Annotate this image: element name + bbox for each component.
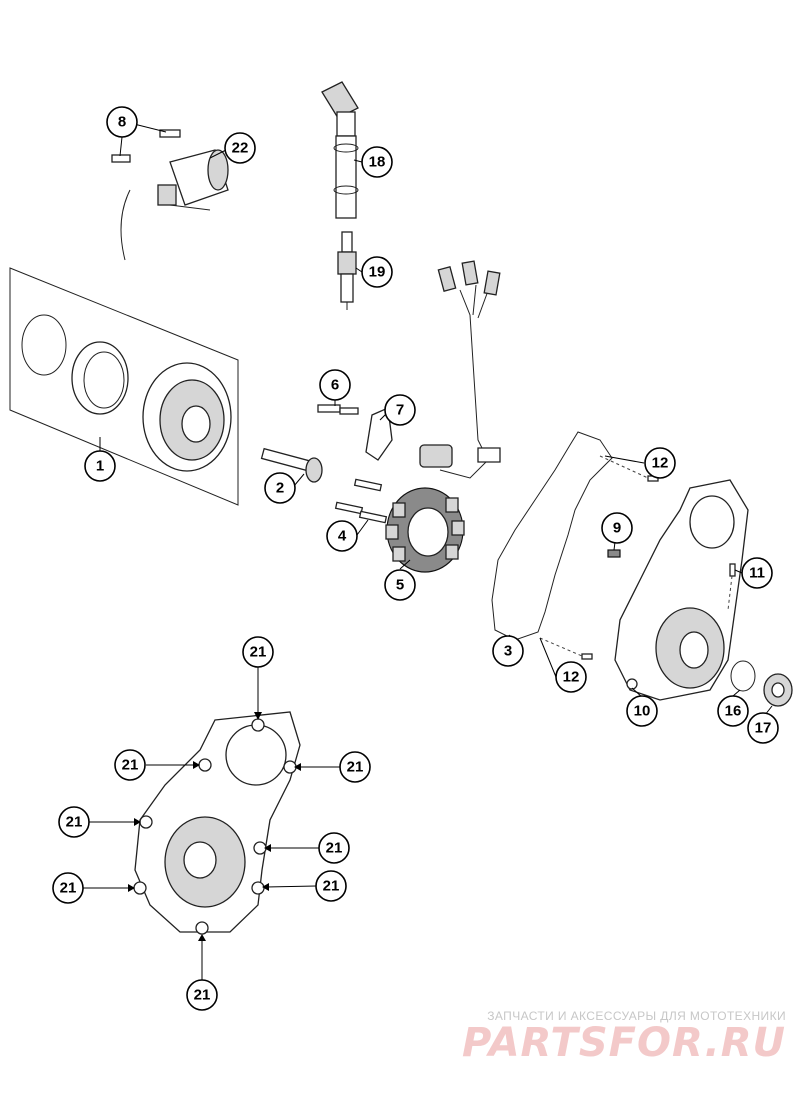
callout-1: 1 <box>84 450 116 482</box>
callout-21-lower-right: 21 <box>315 870 347 902</box>
svg-text:21: 21 <box>326 840 343 857</box>
svg-text:21: 21 <box>250 644 267 661</box>
callout-18: 18 <box>361 146 393 178</box>
callout-21-mid-left: 21 <box>58 806 90 838</box>
svg-text:3: 3 <box>504 643 512 660</box>
svg-text:16: 16 <box>725 703 742 720</box>
svg-text:4: 4 <box>338 528 347 545</box>
callout-8: 8 <box>106 106 138 138</box>
callout-21-bottom: 21 <box>186 979 218 1011</box>
svg-text:2: 2 <box>276 480 284 497</box>
svg-text:8: 8 <box>118 114 126 131</box>
callout-3: 3 <box>492 635 524 667</box>
svg-text:7: 7 <box>396 402 404 419</box>
svg-text:11: 11 <box>749 565 765 582</box>
svg-text:21: 21 <box>60 880 77 897</box>
svg-text:10: 10 <box>634 703 651 720</box>
callout-10: 10 <box>626 695 658 727</box>
svg-text:6: 6 <box>331 377 339 394</box>
generator-cover-inner-view <box>133 711 301 935</box>
o-ring-16 <box>730 660 756 692</box>
callout-19: 19 <box>361 256 393 288</box>
plug-screw <box>607 549 621 558</box>
svg-text:22: 22 <box>232 140 249 157</box>
wiring-harness <box>419 260 501 479</box>
cover-gasket <box>491 431 613 641</box>
watermark: ЗАПЧАСТИ И АКСЕССУАРЫ ДЛЯ МОТОТЕХНИКИ PA… <box>462 1009 786 1063</box>
svg-text:1: 1 <box>96 458 104 475</box>
callout-22: 22 <box>224 132 256 164</box>
svg-text:21: 21 <box>194 987 211 1004</box>
bracket-screws <box>317 404 359 415</box>
callout-5: 5 <box>384 569 416 601</box>
generator-cover-outer <box>614 479 749 701</box>
svg-text:12: 12 <box>563 669 580 686</box>
svg-text:18: 18 <box>369 154 386 171</box>
bearing-ring <box>71 341 129 415</box>
callout-21-upper-left: 21 <box>114 749 146 781</box>
callout-6: 6 <box>319 369 351 401</box>
flywheel-bolt <box>260 447 323 483</box>
svg-text:19: 19 <box>369 264 386 281</box>
svg-text:21: 21 <box>66 814 83 831</box>
stator <box>385 487 465 573</box>
flywheel-kit-box <box>9 267 239 506</box>
callout-11: 11 <box>741 557 773 589</box>
leader-lines <box>83 123 773 980</box>
stator-screws <box>334 478 388 524</box>
callout-9: 9 <box>601 512 633 544</box>
callout-21-upper-right: 21 <box>339 751 371 783</box>
callout-21-mid-right: 21 <box>318 832 350 864</box>
callout-17: 17 <box>747 712 779 744</box>
circlip-ring <box>21 314 67 376</box>
callout-16: 16 <box>717 695 749 727</box>
svg-text:5: 5 <box>396 577 404 594</box>
callout-21-top: 21 <box>242 636 274 668</box>
callout-4: 4 <box>326 520 358 552</box>
watermark-tagline: ЗАПЧАСТИ И АКСЕССУАРЫ ДЛЯ МОТОТЕХНИКИ <box>487 1009 786 1023</box>
cap-17 <box>763 673 793 707</box>
dowel-pins <box>539 455 659 660</box>
svg-text:21: 21 <box>122 757 139 774</box>
svg-text:12: 12 <box>652 455 669 472</box>
callout-12-top: 12 <box>644 447 676 479</box>
callout-12-bottom: 12 <box>555 661 587 693</box>
spark-plug <box>337 231 357 310</box>
svg-text:21: 21 <box>323 878 340 895</box>
ignition-coil <box>111 129 229 261</box>
svg-text:9: 9 <box>613 520 621 537</box>
svg-text:17: 17 <box>755 720 772 737</box>
spark-plug-cap <box>321 81 359 219</box>
callout-7: 7 <box>384 394 416 426</box>
callout-2: 2 <box>264 472 296 504</box>
callout-21-lower-left: 21 <box>52 872 84 904</box>
watermark-logo: PARTSFOR.RU <box>461 1020 786 1066</box>
svg-text:21: 21 <box>347 759 364 776</box>
